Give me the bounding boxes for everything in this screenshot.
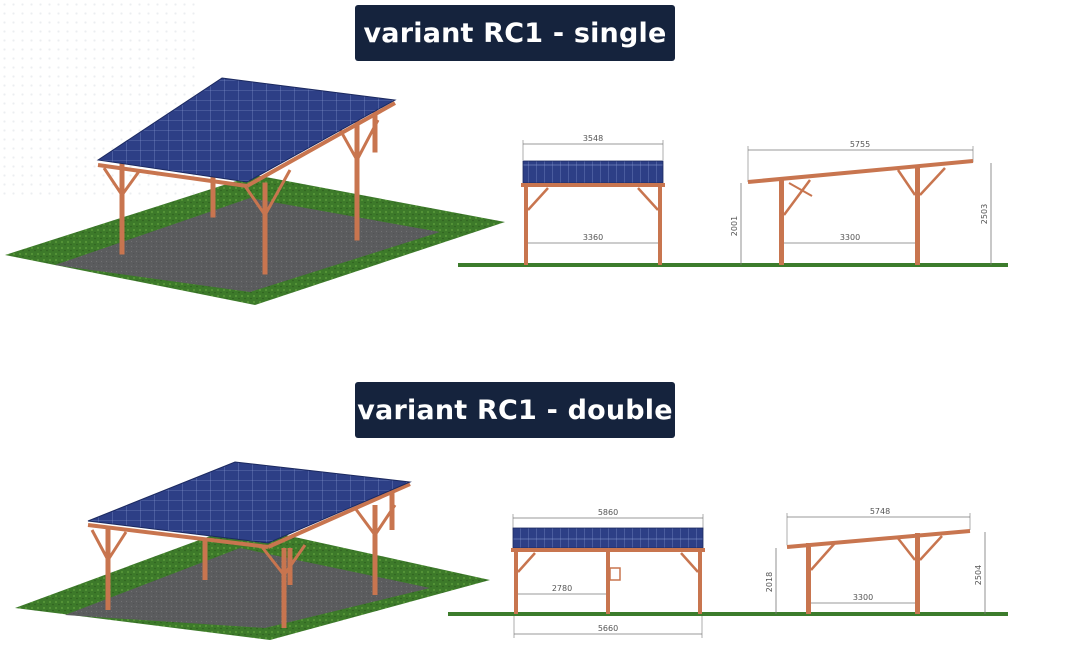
single-isometric-view [5, 77, 505, 305]
asphalt-parking [55, 198, 440, 292]
double-side-high-height-dim: 2504 [974, 565, 983, 585]
single-side-view: 5755 2001 2503 3300 [730, 140, 992, 265]
single-front-top-dim: 3548 [583, 134, 603, 143]
double-front-top-dim: 5860 [598, 508, 618, 517]
variant-double-title: variant RC1 - double [355, 382, 675, 438]
double-side-span-dim: 3300 [853, 593, 873, 602]
single-front-view: 3548 3360 [458, 134, 1008, 267]
double-side-view: 5748 2018 2504 3300 [765, 507, 986, 614]
single-side-length-dim: 5755 [850, 140, 870, 149]
double-front-inner-dim: 2780 [552, 584, 572, 593]
single-side-high-height-dim: 2503 [980, 204, 989, 224]
variant-single-title: variant RC1 - single [355, 5, 675, 61]
double-front-bottom-dim: 5660 [598, 624, 618, 633]
double-side-low-height-dim: 2018 [765, 572, 774, 592]
solar-roof [96, 77, 397, 183]
solar-roof [87, 461, 412, 544]
double-front-view: 5860 2780 5660 [448, 508, 1008, 638]
asphalt-parking [65, 548, 430, 628]
single-side-low-height-dim: 2001 [730, 216, 739, 236]
double-isometric-view [15, 461, 490, 640]
single-side-span-dim: 3300 [840, 233, 860, 242]
single-front-inner-dim: 3360 [583, 233, 603, 242]
double-side-length-dim: 5748 [870, 507, 890, 516]
